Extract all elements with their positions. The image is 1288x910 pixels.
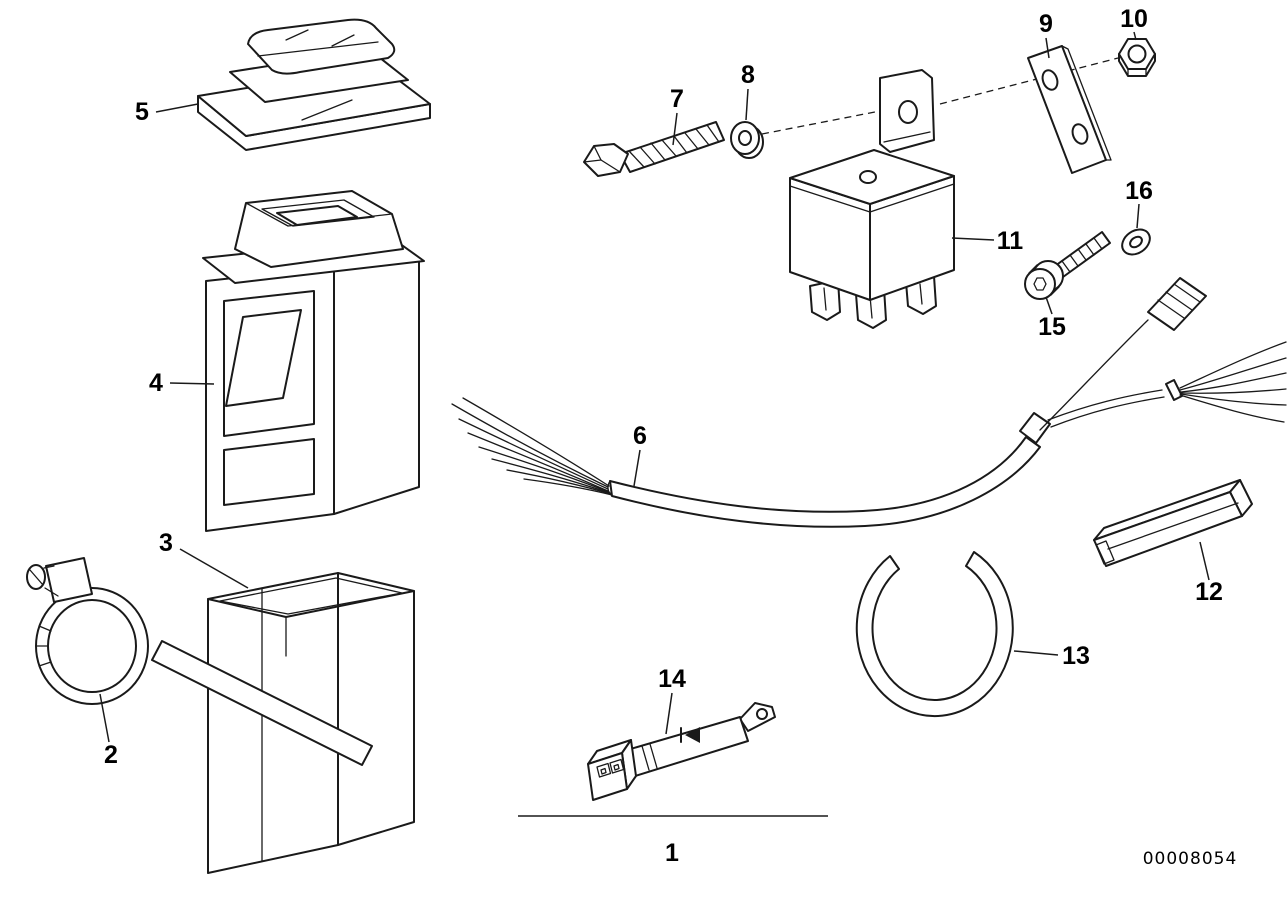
part-label-12: 12 xyxy=(1195,578,1223,606)
part-label-16: 16 xyxy=(1125,177,1153,205)
spring-clip-part xyxy=(855,551,1014,717)
leader-line-12 xyxy=(1199,541,1210,581)
wiring-harness-part xyxy=(451,277,1287,528)
small-washer-part xyxy=(1121,228,1151,256)
hex-bolt-part xyxy=(583,121,725,177)
label-9-group: 9 xyxy=(1039,10,1053,59)
part-label-3: 3 xyxy=(159,529,173,557)
label-2-group: 2 xyxy=(99,693,118,769)
connector-sleeve-part xyxy=(1093,479,1253,567)
fanned-wires xyxy=(1179,341,1287,423)
label-6-group: 6 xyxy=(633,422,647,487)
relay-part xyxy=(789,69,955,329)
diode-body xyxy=(626,716,749,777)
part-labels: 5 4 3 2 6 7 8 9 xyxy=(99,5,1223,867)
leader-line-3 xyxy=(179,548,249,589)
hose-clamp-part xyxy=(26,557,149,705)
screw-threads xyxy=(1061,237,1103,273)
part-label-5: 5 xyxy=(135,98,149,126)
label-13-group: 13 xyxy=(1013,642,1090,670)
leader-line-10 xyxy=(1133,31,1137,41)
leader-line-6 xyxy=(633,449,641,487)
part-label-9: 9 xyxy=(1039,10,1053,38)
part-label-11: 11 xyxy=(997,227,1024,255)
leader-line-16 xyxy=(1136,203,1140,229)
part-label-6: 6 xyxy=(633,422,647,450)
part-label-2: 2 xyxy=(104,741,118,769)
part-label-8: 8 xyxy=(741,61,755,89)
leader-line-5 xyxy=(155,103,199,113)
part-label-4: 4 xyxy=(149,369,163,397)
label-3-group: 3 xyxy=(159,529,249,589)
clamp-screw-housing xyxy=(45,557,93,603)
leader-line-7 xyxy=(672,112,678,146)
leader-line-13 xyxy=(1013,650,1059,656)
label-7-group: 7 xyxy=(670,85,684,146)
leader-line-11 xyxy=(951,237,995,241)
leader-line-15 xyxy=(1045,296,1053,315)
diode-tab xyxy=(739,702,776,732)
leader-line-8 xyxy=(745,88,749,121)
frayed-wires xyxy=(451,397,613,496)
label-11-group: 11 xyxy=(951,227,1024,255)
label-1-group: 1 xyxy=(665,839,679,867)
harness-connector xyxy=(1147,277,1207,331)
part-label-14: 14 xyxy=(658,665,686,693)
label-16-group: 16 xyxy=(1125,177,1153,229)
rubber-boot-part xyxy=(197,18,431,151)
label-12-group: 12 xyxy=(1195,541,1223,606)
leader-line-2 xyxy=(99,693,110,743)
leader-line-14 xyxy=(665,692,673,735)
part-label-1: 1 xyxy=(665,839,679,867)
washer-part xyxy=(730,121,764,159)
part-label-7: 7 xyxy=(670,85,684,113)
rocker-switch-part xyxy=(202,190,425,532)
diode-part xyxy=(587,702,776,801)
bracket-plate-part xyxy=(1027,45,1112,174)
harness-ferrule xyxy=(1019,412,1051,444)
harness-sheath xyxy=(609,436,1041,528)
sleeve-box-part xyxy=(151,572,415,874)
part-label-13: 13 xyxy=(1062,642,1090,670)
part-label-10: 10 xyxy=(1120,5,1148,33)
mounting-axis-line xyxy=(939,57,1119,105)
branch-wire xyxy=(1039,319,1149,431)
label-4-group: 4 xyxy=(149,369,215,397)
diode-connector-block xyxy=(587,739,637,801)
hex-nut-part xyxy=(1118,38,1156,77)
leader-line-4 xyxy=(169,382,215,385)
label-8-group: 8 xyxy=(741,61,755,121)
label-14-group: 14 xyxy=(658,665,686,735)
part-label-15: 15 xyxy=(1038,313,1066,341)
label-15-group: 15 xyxy=(1038,296,1066,341)
relay-mounting-tab xyxy=(879,69,935,153)
assembly-axis-line xyxy=(761,110,881,135)
diode-symbol-triangle xyxy=(685,727,700,743)
diagram-id: 00008054 xyxy=(1143,849,1238,869)
leader-line-9 xyxy=(1045,37,1050,59)
bolt-threads xyxy=(628,124,720,168)
label-5-group: 5 xyxy=(135,98,199,126)
label-10-group: 10 xyxy=(1120,5,1148,41)
socket-screw-part xyxy=(1024,231,1111,300)
